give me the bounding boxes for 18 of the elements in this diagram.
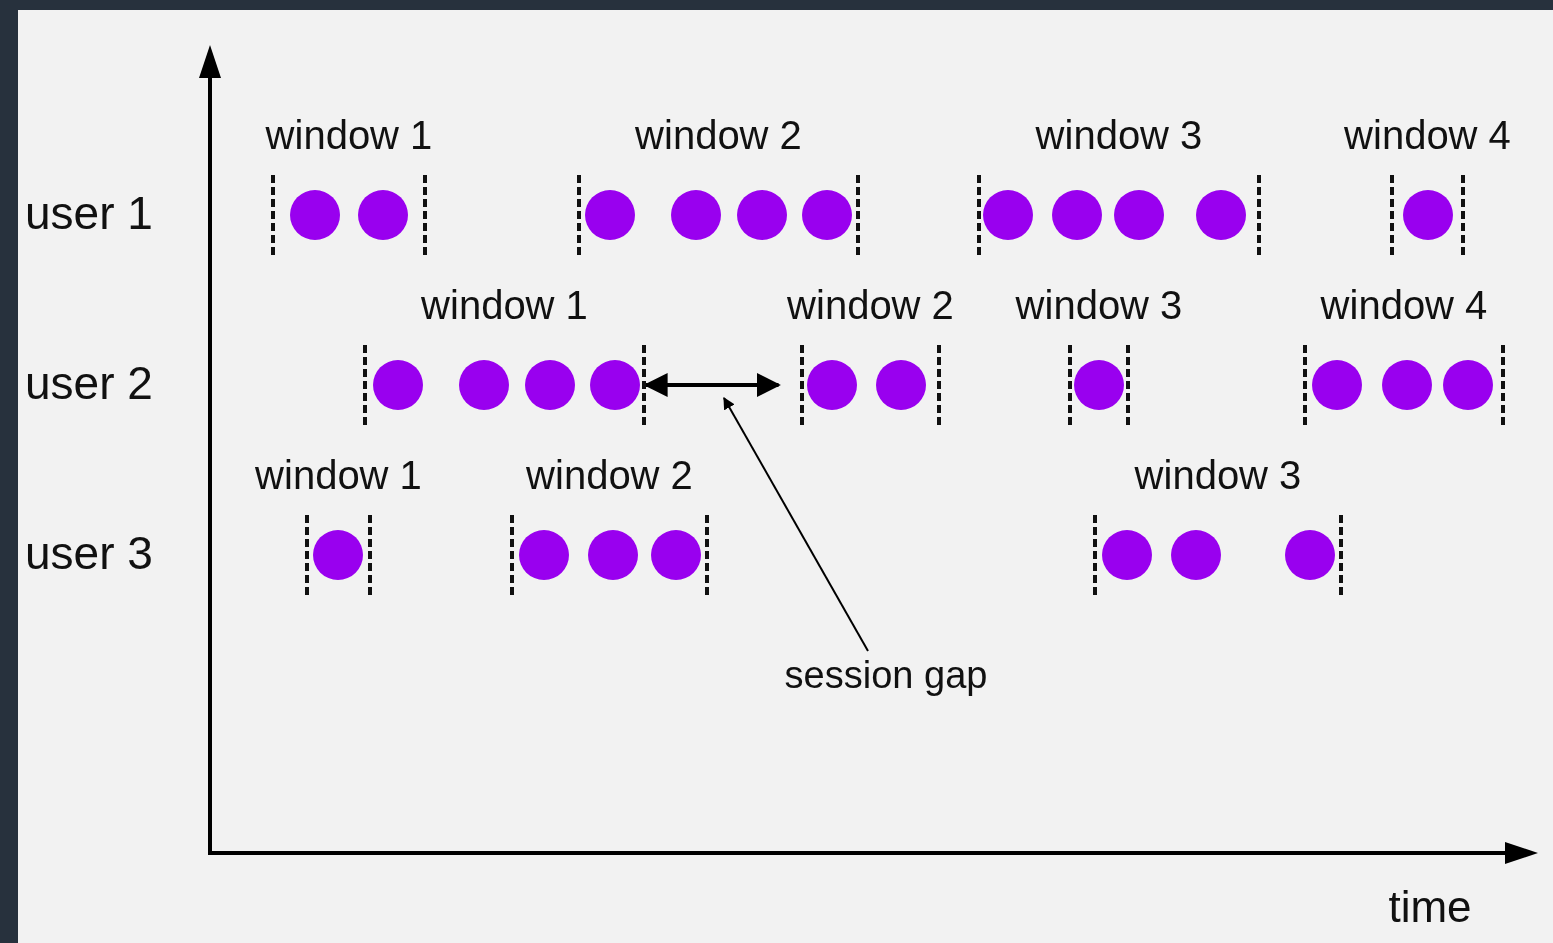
window-label: window 2 [786,282,955,329]
window-label: window 1 [264,112,434,159]
annotation-text: session gap [766,651,1006,699]
window-label: window 2 [634,112,803,159]
window-label: window 4 [1343,112,1512,159]
leader-line [723,396,869,652]
window-label: window 2 [525,452,694,499]
window-label: window 3 [1014,282,1184,329]
window-label: window 1 [420,282,589,329]
row-label: user 1 [25,190,153,236]
window-label: window 3 [1133,452,1303,499]
row-label: user 3 [25,530,153,576]
window-label: window 3 [1034,112,1204,159]
axis-label: time [1388,885,1472,929]
double-arrow [643,373,781,397]
row-label: user 2 [25,360,153,406]
window-label: window 4 [1319,282,1489,329]
window-label: window 1 [254,452,423,499]
